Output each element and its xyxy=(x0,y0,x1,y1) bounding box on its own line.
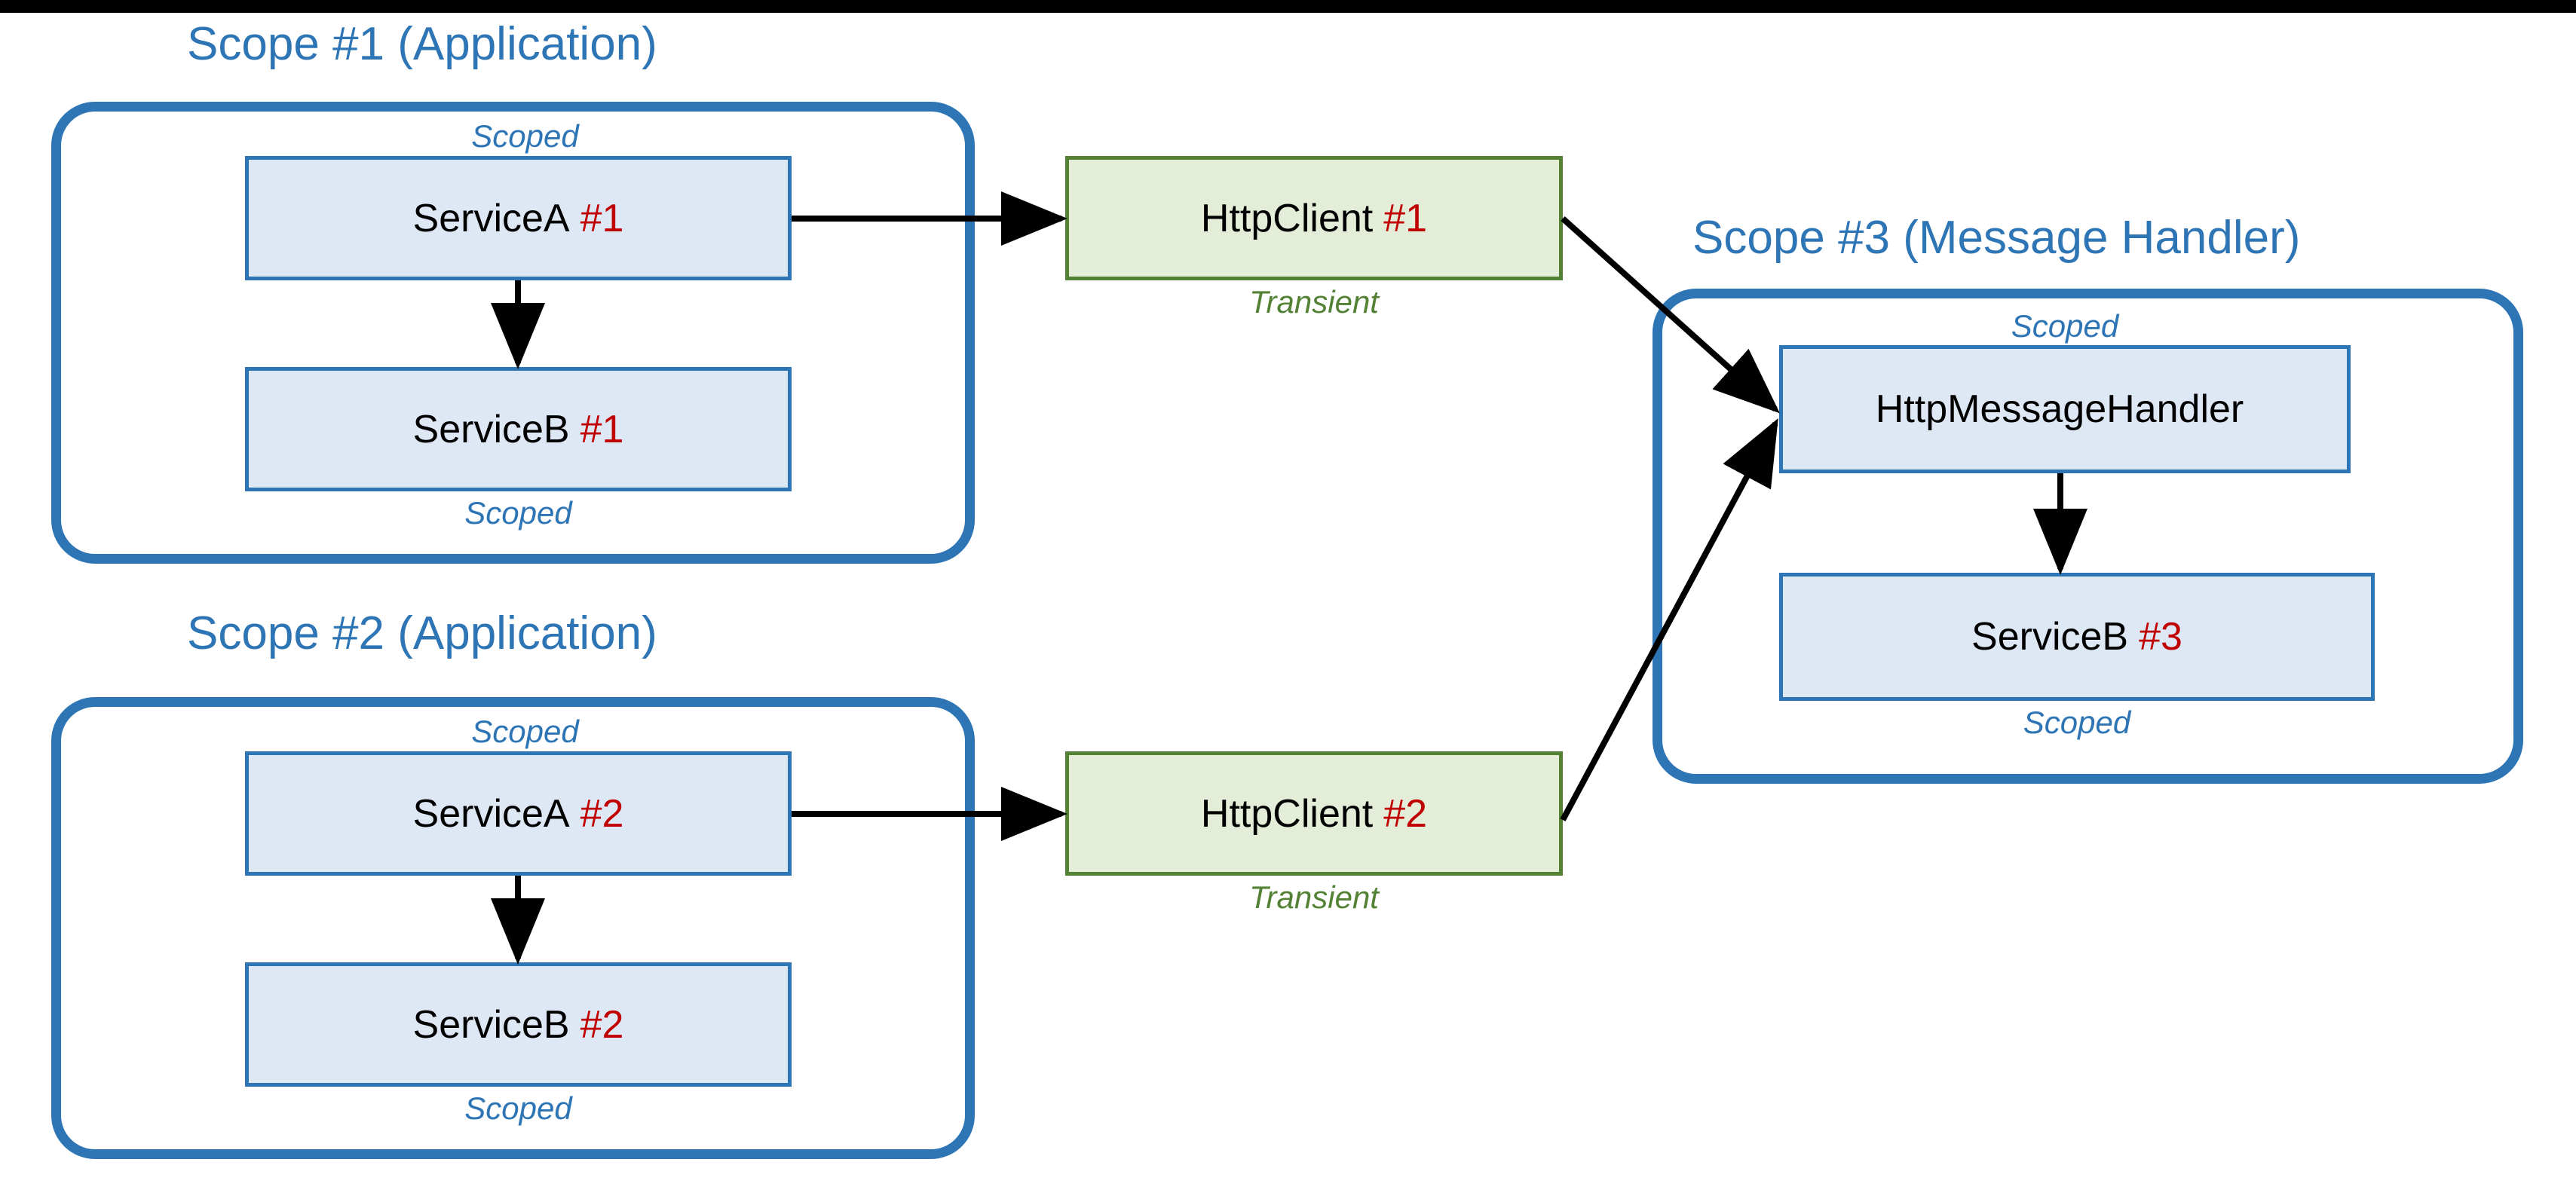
httpclient-2-lifetime-label: Transient xyxy=(1249,879,1379,915)
node-httpclient-1-label: HttpClient xyxy=(1200,196,1374,240)
scope-3-bottom-lifetime-label: Scoped xyxy=(2023,705,2131,740)
scope-1-bottom-lifetime-label: Scoped xyxy=(464,495,572,531)
node-servicea-1-index: #1 xyxy=(580,196,624,240)
scope-3-container xyxy=(1652,289,2523,784)
scope-2-bottom-lifetime-label: Scoped xyxy=(464,1090,572,1126)
node-serviceb-3-label: ServiceB xyxy=(1971,615,2129,659)
letterbox-bar-top xyxy=(0,0,2576,13)
node-servicea-2-label: ServiceA xyxy=(412,791,570,836)
node-httpmessagehandler-label: HttpMessageHandler xyxy=(1875,387,2244,431)
scope-3-title: Scope #3 (Message Handler) xyxy=(1692,212,2301,264)
httpclient-1-lifetime-label: Transient xyxy=(1249,284,1379,320)
node-httpclient-1[interactable]: HttpClient #1 xyxy=(1065,156,1563,280)
node-httpclient-2-index: #2 xyxy=(1383,791,1428,836)
node-servicea-1-label: ServiceA xyxy=(412,196,570,240)
node-servicea-1[interactable]: ServiceA #1 xyxy=(245,156,792,280)
node-serviceb-1[interactable]: ServiceB #1 xyxy=(245,367,792,491)
node-serviceb-3-index: #3 xyxy=(2139,615,2182,659)
node-httpclient-2[interactable]: HttpClient #2 xyxy=(1065,751,1563,876)
node-serviceb-1-label: ServiceB xyxy=(412,407,570,451)
scope-2-title: Scope #2 (Application) xyxy=(187,607,657,659)
node-serviceb-2[interactable]: ServiceB #2 xyxy=(245,962,792,1087)
scope-1-top-lifetime-label: Scoped xyxy=(471,118,579,154)
node-serviceb-2-label: ServiceB xyxy=(412,1002,570,1047)
node-serviceb-2-index: #2 xyxy=(580,1002,624,1047)
node-servicea-2[interactable]: ServiceA #2 xyxy=(245,751,792,876)
scope-2-top-lifetime-label: Scoped xyxy=(471,714,579,749)
node-servicea-2-index: #2 xyxy=(580,791,624,836)
node-httpclient-1-index: #1 xyxy=(1383,196,1428,240)
node-httpclient-2-label: HttpClient xyxy=(1200,791,1374,836)
node-serviceb-1-index: #1 xyxy=(580,407,624,451)
node-serviceb-3[interactable]: ServiceB #3 xyxy=(1779,573,2375,701)
scope-1-title: Scope #1 (Application) xyxy=(187,18,657,70)
scope-3-top-lifetime-label: Scoped xyxy=(2011,308,2119,344)
node-httpmessagehandler[interactable]: HttpMessageHandler xyxy=(1779,345,2351,473)
